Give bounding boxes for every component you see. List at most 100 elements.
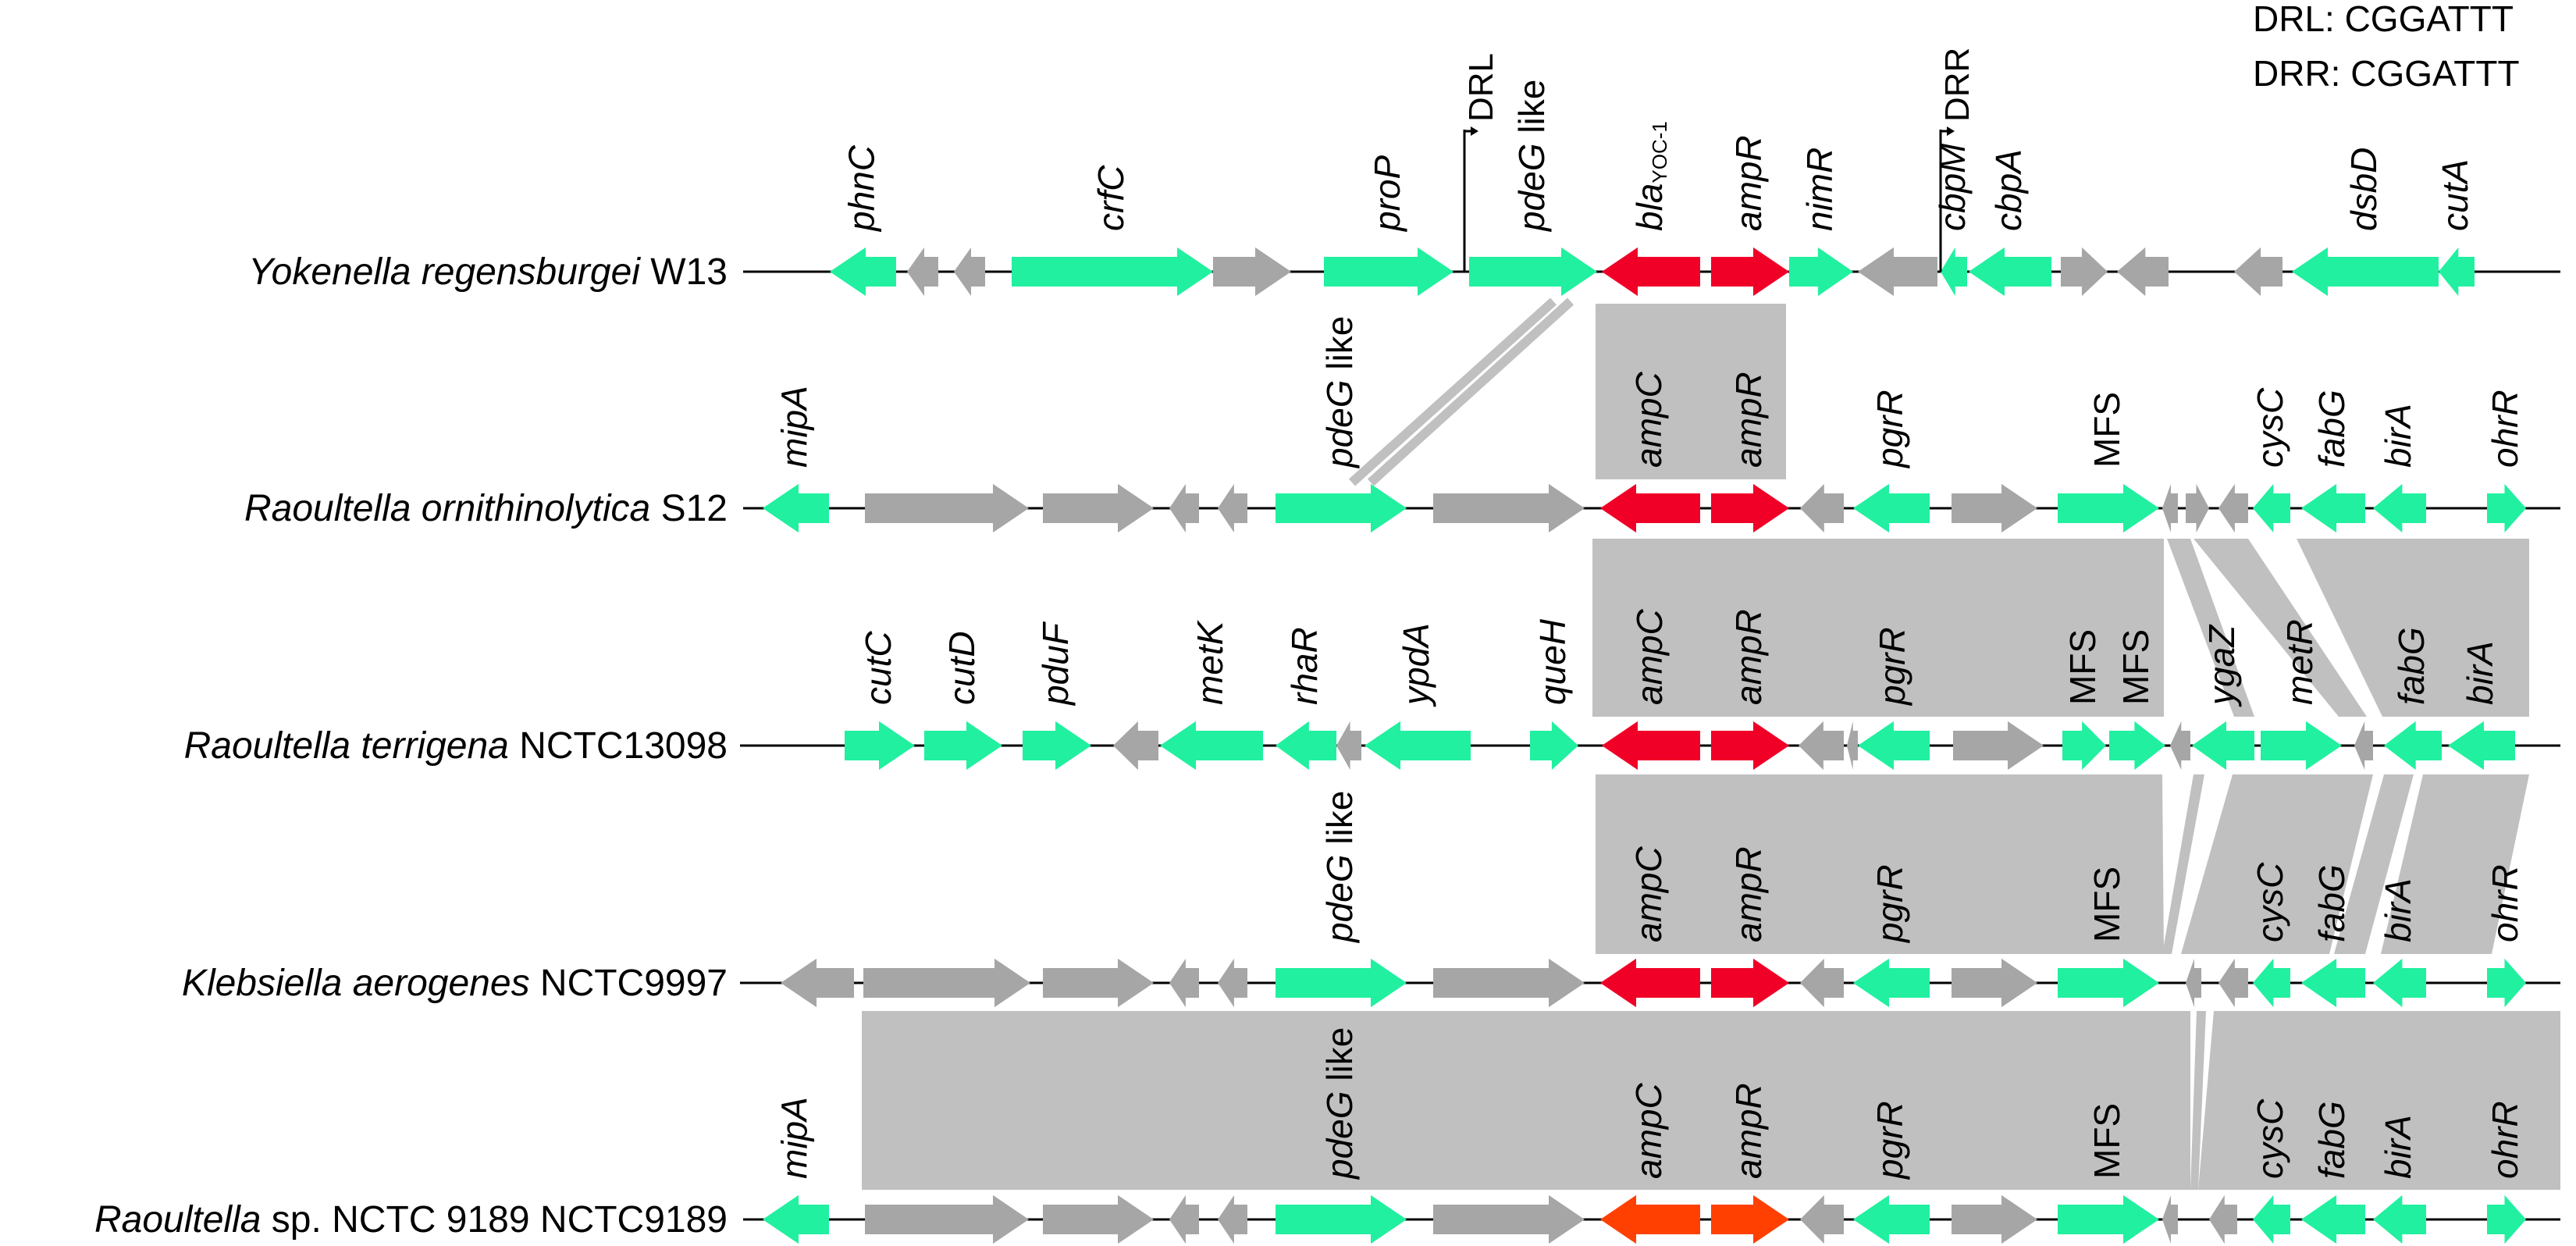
pdeg-gene-arrow [1276, 958, 1407, 1008]
gene-label: ampR [1728, 609, 1769, 705]
homology-band [1596, 304, 1786, 479]
gene-label: birA [2460, 641, 2500, 705]
gene-arrow [1433, 483, 1585, 533]
gene-arrow [1799, 721, 1844, 771]
cuta-gene-arrow [2439, 247, 2475, 297]
gene-label: ampR [1728, 846, 1769, 942]
gene-arrow [954, 247, 985, 297]
ampc-gene-arrow [1600, 958, 1700, 1008]
mfs-gene-arrow [2062, 721, 2106, 771]
gene-arrow [1433, 1194, 1585, 1244]
gene-label: pgrR [1870, 1101, 1910, 1180]
fabg-gene-arrow [2301, 1194, 2365, 1244]
homology-band [1348, 297, 1557, 486]
cysc-gene-arrow [2253, 483, 2290, 533]
ypda-gene-arrow [1364, 721, 1471, 771]
gene-label: pdeG like [1319, 316, 1360, 469]
gene-arrow [2218, 483, 2248, 533]
gene-label: birA [2378, 404, 2418, 468]
bira-gene-arrow [2448, 721, 2515, 771]
homology-band [2181, 774, 2373, 954]
gene-label: nimR [1799, 148, 1840, 231]
gene-label: cysC [2250, 387, 2290, 468]
gene-arrow [1800, 1194, 1844, 1244]
queh-gene-arrow [1530, 721, 1578, 771]
organism-label: Klebsiella aerogenes NCTC9997 [182, 963, 728, 1004]
mipa-gene-arrow [763, 1194, 829, 1244]
prop-gene-arrow [1324, 247, 1453, 297]
gene-arrow [2162, 1194, 2178, 1244]
fabg-gene-arrow [2301, 483, 2365, 533]
homology-band [2381, 774, 2529, 954]
pdeg-gene-arrow [1276, 483, 1407, 533]
gene-label: ampR [1728, 1083, 1769, 1179]
gene-label: ampC [1628, 846, 1669, 942]
ampr-gene-arrow [1711, 247, 1789, 297]
dsbd-gene-arrow [2292, 247, 2439, 297]
homology-band [2190, 1011, 2206, 1190]
cutd-gene-arrow [924, 721, 1002, 771]
bira-gene-arrow [2373, 483, 2426, 533]
gene-label: fabG [2391, 627, 2432, 705]
fabg-gene-arrow [2384, 721, 2442, 771]
gene-label: dsbD [2343, 148, 2384, 231]
gene-label: MFS [2087, 867, 2127, 942]
nimr-gene-arrow [1789, 247, 1853, 297]
gene-label: pdeG like [1511, 80, 1552, 233]
pgrr-gene-arrow [1853, 1194, 1930, 1244]
gene-arrow [865, 1194, 1029, 1244]
gene-label: fabG [2311, 1101, 2352, 1179]
gene-label: ampR [1728, 135, 1769, 231]
organism-label: Raoultella sp. NCTC 9189 NCTC9189 [94, 1199, 728, 1241]
mfs-gene-arrow [2109, 721, 2165, 771]
gene-arrow [1043, 958, 1154, 1008]
gene-label: proP [1367, 155, 1407, 233]
gene-label: ampR [1728, 372, 1769, 468]
gene-label: metR [2279, 619, 2320, 705]
gene-label: ohrR [2485, 390, 2525, 468]
gene-arrow [2218, 958, 2248, 1008]
cbpm-gene-arrow [1941, 247, 1967, 297]
ampc-gene-arrow [1600, 483, 1700, 533]
gene-label: pgrR [1870, 390, 1910, 469]
homology-band [2334, 774, 2414, 954]
gene-arrow [1218, 958, 1247, 1008]
gene-arrow [1336, 721, 1361, 771]
ampc-gene-arrow [1602, 721, 1700, 771]
mfs-gene-arrow [2058, 483, 2159, 533]
gene-arrow [1113, 721, 1158, 771]
homology-band [2194, 539, 2367, 717]
gene-label: mipA [774, 1097, 815, 1179]
gene-arrow [1858, 247, 1937, 297]
gene-label: MFS [2062, 629, 2103, 705]
bla-gene-arrow [1602, 247, 1700, 297]
ohrr-gene-arrow [2487, 483, 2526, 533]
gene-arrow [1218, 483, 1247, 533]
gene-arrow [865, 483, 1029, 533]
gene-label: ypdA [1396, 623, 1436, 707]
repeat-label: DRL [1462, 53, 1500, 122]
homology-band [1367, 297, 1574, 486]
homology-band [2297, 539, 2529, 717]
metr-gene-arrow [2261, 721, 2342, 771]
legend-drl: DRL: CGGATTT [2253, 0, 2514, 39]
gene-label: phnC [841, 144, 882, 233]
gene-label: rhaR [1284, 627, 1325, 705]
homology-band [1596, 774, 2164, 954]
gene-label: cysC [2250, 862, 2290, 942]
organism-label: Raoultella terrigena NCTC13098 [184, 725, 728, 767]
gene-arrow [907, 247, 938, 297]
gene-arrow [1847, 721, 1858, 771]
ygaz-gene-arrow [2192, 721, 2254, 771]
gene-arrow [1169, 1194, 1199, 1244]
gene-arrow [1433, 958, 1585, 1008]
gene-arrow [1800, 483, 1844, 533]
gene-arrow [863, 958, 1030, 1008]
legend-drr: DRR: CGGATTT [2253, 53, 2520, 94]
gene-label: cutC [858, 631, 898, 705]
legend: DRL: CGGATTT DRR: CGGATTT [2253, 0, 2520, 94]
gene-label: ohrR [2485, 864, 2525, 942]
phnc-gene-arrow [830, 247, 896, 297]
gene-label: MFS [2087, 1103, 2127, 1179]
mipa-gene-arrow [763, 483, 829, 533]
